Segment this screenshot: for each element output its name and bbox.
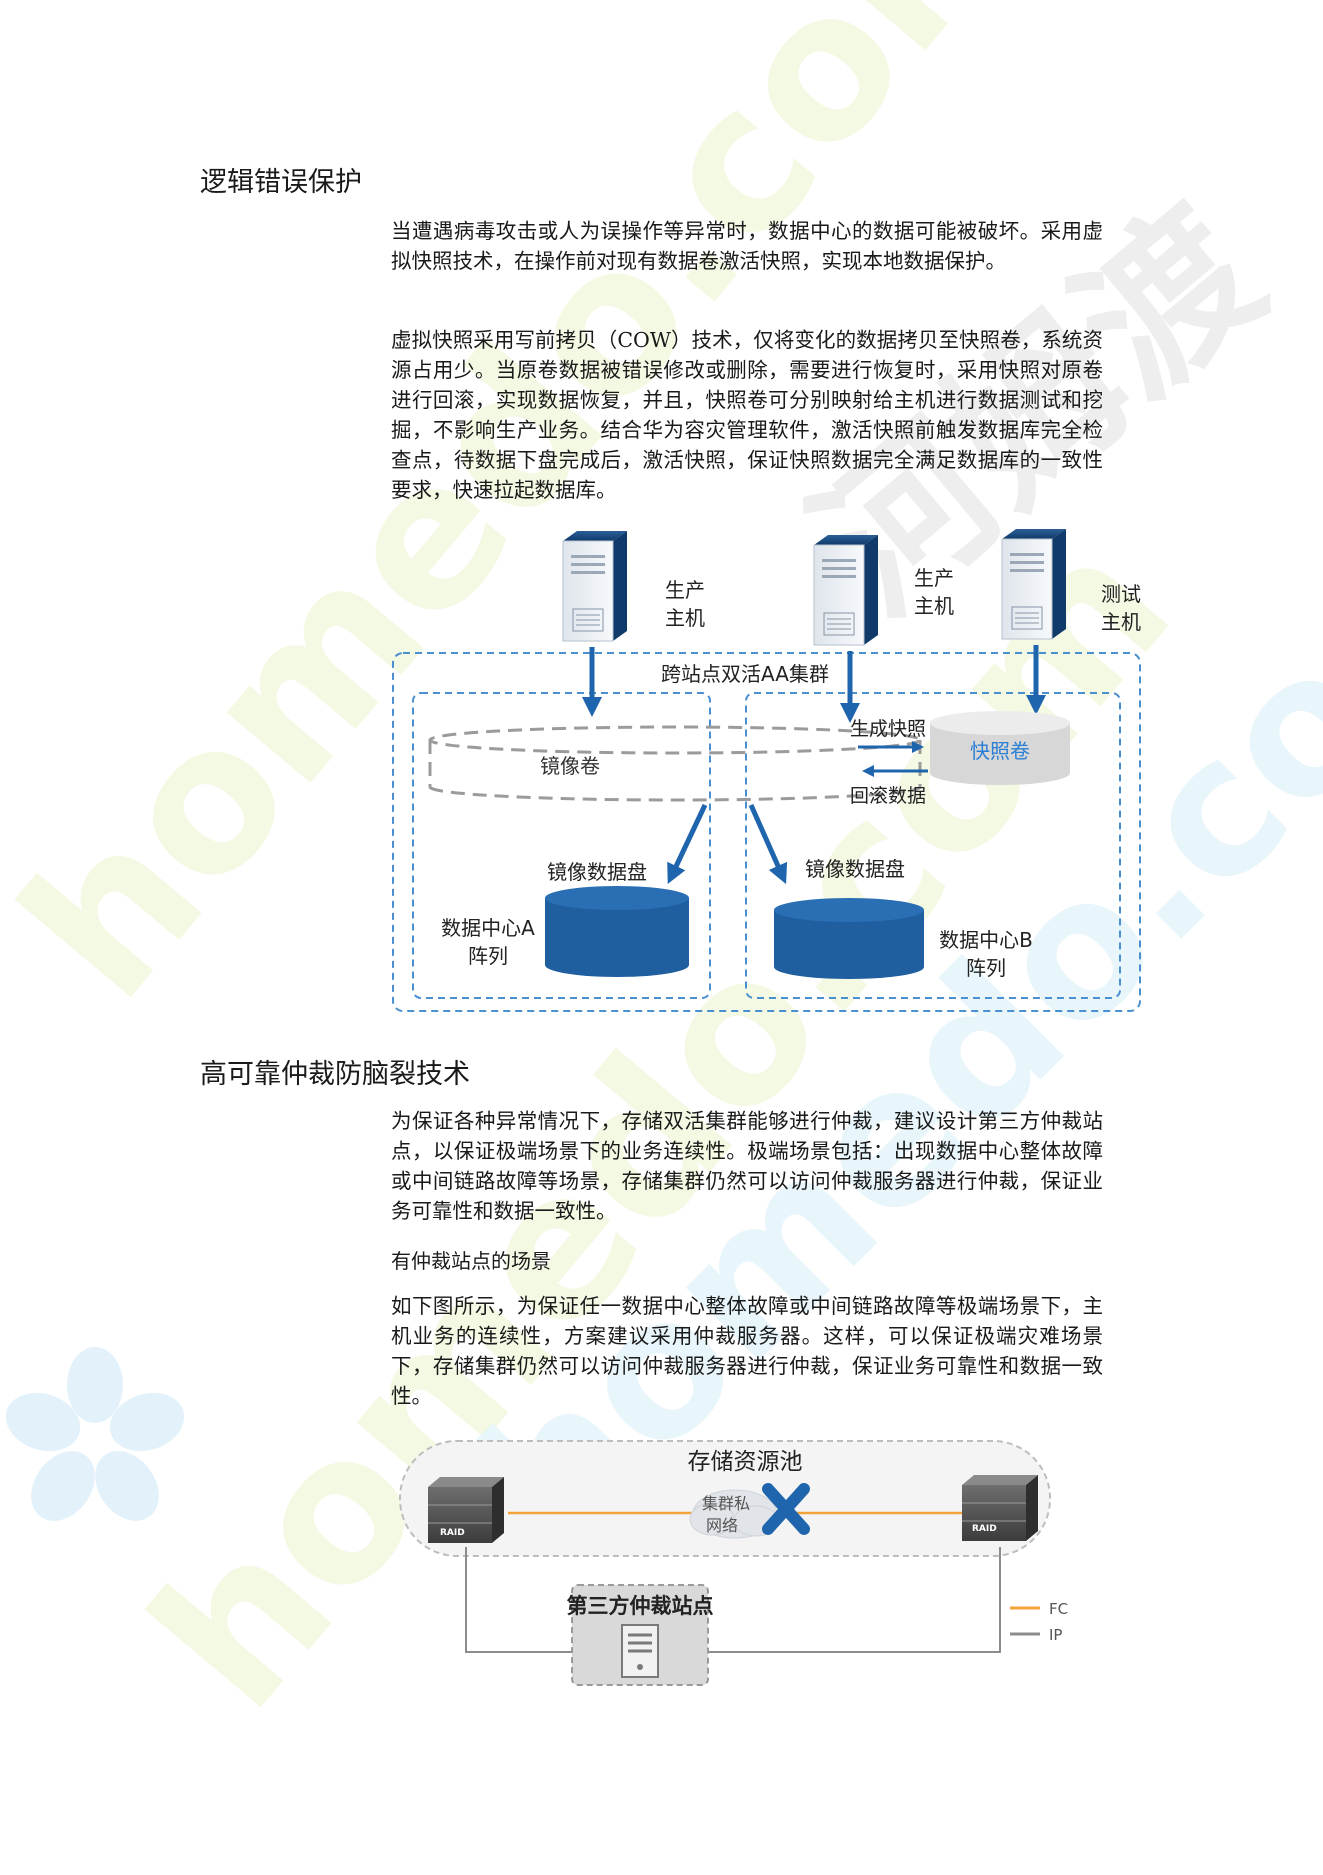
mirror-disk-a-label: 镜像数据盘: [547, 860, 647, 884]
section-title-quorum: 高可靠仲裁防脑裂技术: [200, 1059, 470, 1090]
snapshot-diagram: 跨站点双活AA集群 生产 主机: [380, 515, 1160, 1015]
cluster-label: 跨站点双活AA集群: [661, 662, 829, 686]
quorum-diagram: 存储资源池 RAID RAID 集群私 网络: [390, 1435, 1080, 1695]
section2-paragraph-2: 如下图所示，为保证任一数据中心整体故障或中间链路故障等极端场景下，主机业务的连续…: [391, 1294, 1103, 1408]
storage-pool-label: 存储资源池: [688, 1449, 803, 1475]
snapshot-volume-cylinder: [930, 711, 1070, 785]
mirror-volume-label: 镜像卷: [540, 754, 600, 778]
production-host-2-icon: [813, 535, 878, 646]
network-label-line2: 网络: [706, 1516, 738, 1535]
legend-ip-label: IP: [1049, 1626, 1062, 1644]
link-failure-x-icon: [762, 1483, 810, 1535]
quorum-site-label: 第三方仲裁站点: [567, 1594, 714, 1618]
raid-right-label: RAID: [972, 1524, 997, 1534]
host1-label-line2: 主机: [665, 606, 705, 630]
section1-paragraph-1: 当遭遇病毒攻击或人为误操作等异常时，数据中心的数据可能被破坏。采用虚拟快照技术，…: [391, 219, 1103, 273]
arrow-mirror-to-disk-b: [748, 803, 788, 885]
section2-paragraph-1: 为保证各种异常情况下，存储双活集群能够进行仲裁，建议设计第三方仲裁站点，以保证极…: [391, 1109, 1103, 1223]
network-label-line1: 集群私: [702, 1494, 750, 1513]
host3-label-line2: 主机: [1101, 610, 1141, 634]
raid-left-label: RAID: [440, 1528, 465, 1538]
snapshot-volume-label: 快照卷: [970, 739, 1030, 763]
test-host-icon: [1001, 529, 1066, 640]
host2-label-line2: 主机: [914, 594, 954, 618]
mirror-disk-b-label: 镜像数据盘: [805, 857, 905, 881]
cluster-boundary: [392, 652, 1141, 1012]
quorum-server-icon: [621, 1624, 659, 1678]
ip-link-left: [465, 1547, 572, 1653]
disk-b-cylinder: [774, 898, 924, 979]
create-snapshot-label: 生成快照: [850, 718, 926, 740]
host3-label-line1: 测试: [1101, 582, 1141, 606]
dc-a-label-line2: 阵列: [468, 944, 508, 968]
section2-subheading: 有仲裁站点的场景: [391, 1249, 551, 1273]
section-title-logic-protection: 逻辑错误保护: [200, 167, 362, 198]
host1-label-line1: 生产: [665, 578, 705, 602]
production-host-1-icon: [562, 531, 627, 642]
site-a-boundary: [412, 692, 711, 999]
dc-b-label-line2: 阵列: [966, 956, 1006, 980]
flower-logo-icon: [5, 1347, 185, 1521]
arrow-mirror-to-disk-a: [667, 803, 708, 885]
mirror-volume-cylinder: [428, 725, 922, 802]
host2-label-line1: 生产: [914, 566, 954, 590]
dc-a-label-line1: 数据中心A: [441, 916, 535, 940]
rollback-label: 回滚数据: [850, 785, 926, 807]
section1-paragraph-2: 虚拟快照采用写前拷贝（COW）技术，仅将变化的数据拷贝至快照卷，系统资源占用少。…: [391, 328, 1103, 502]
legend-fc-label: FC: [1049, 1600, 1068, 1618]
ip-link-right: [708, 1547, 1001, 1653]
dc-b-label-line1: 数据中心B: [939, 928, 1033, 952]
disk-a-cylinder: [545, 886, 689, 977]
raid-left-icon: [428, 1477, 504, 1543]
raid-right-icon: [962, 1475, 1038, 1541]
